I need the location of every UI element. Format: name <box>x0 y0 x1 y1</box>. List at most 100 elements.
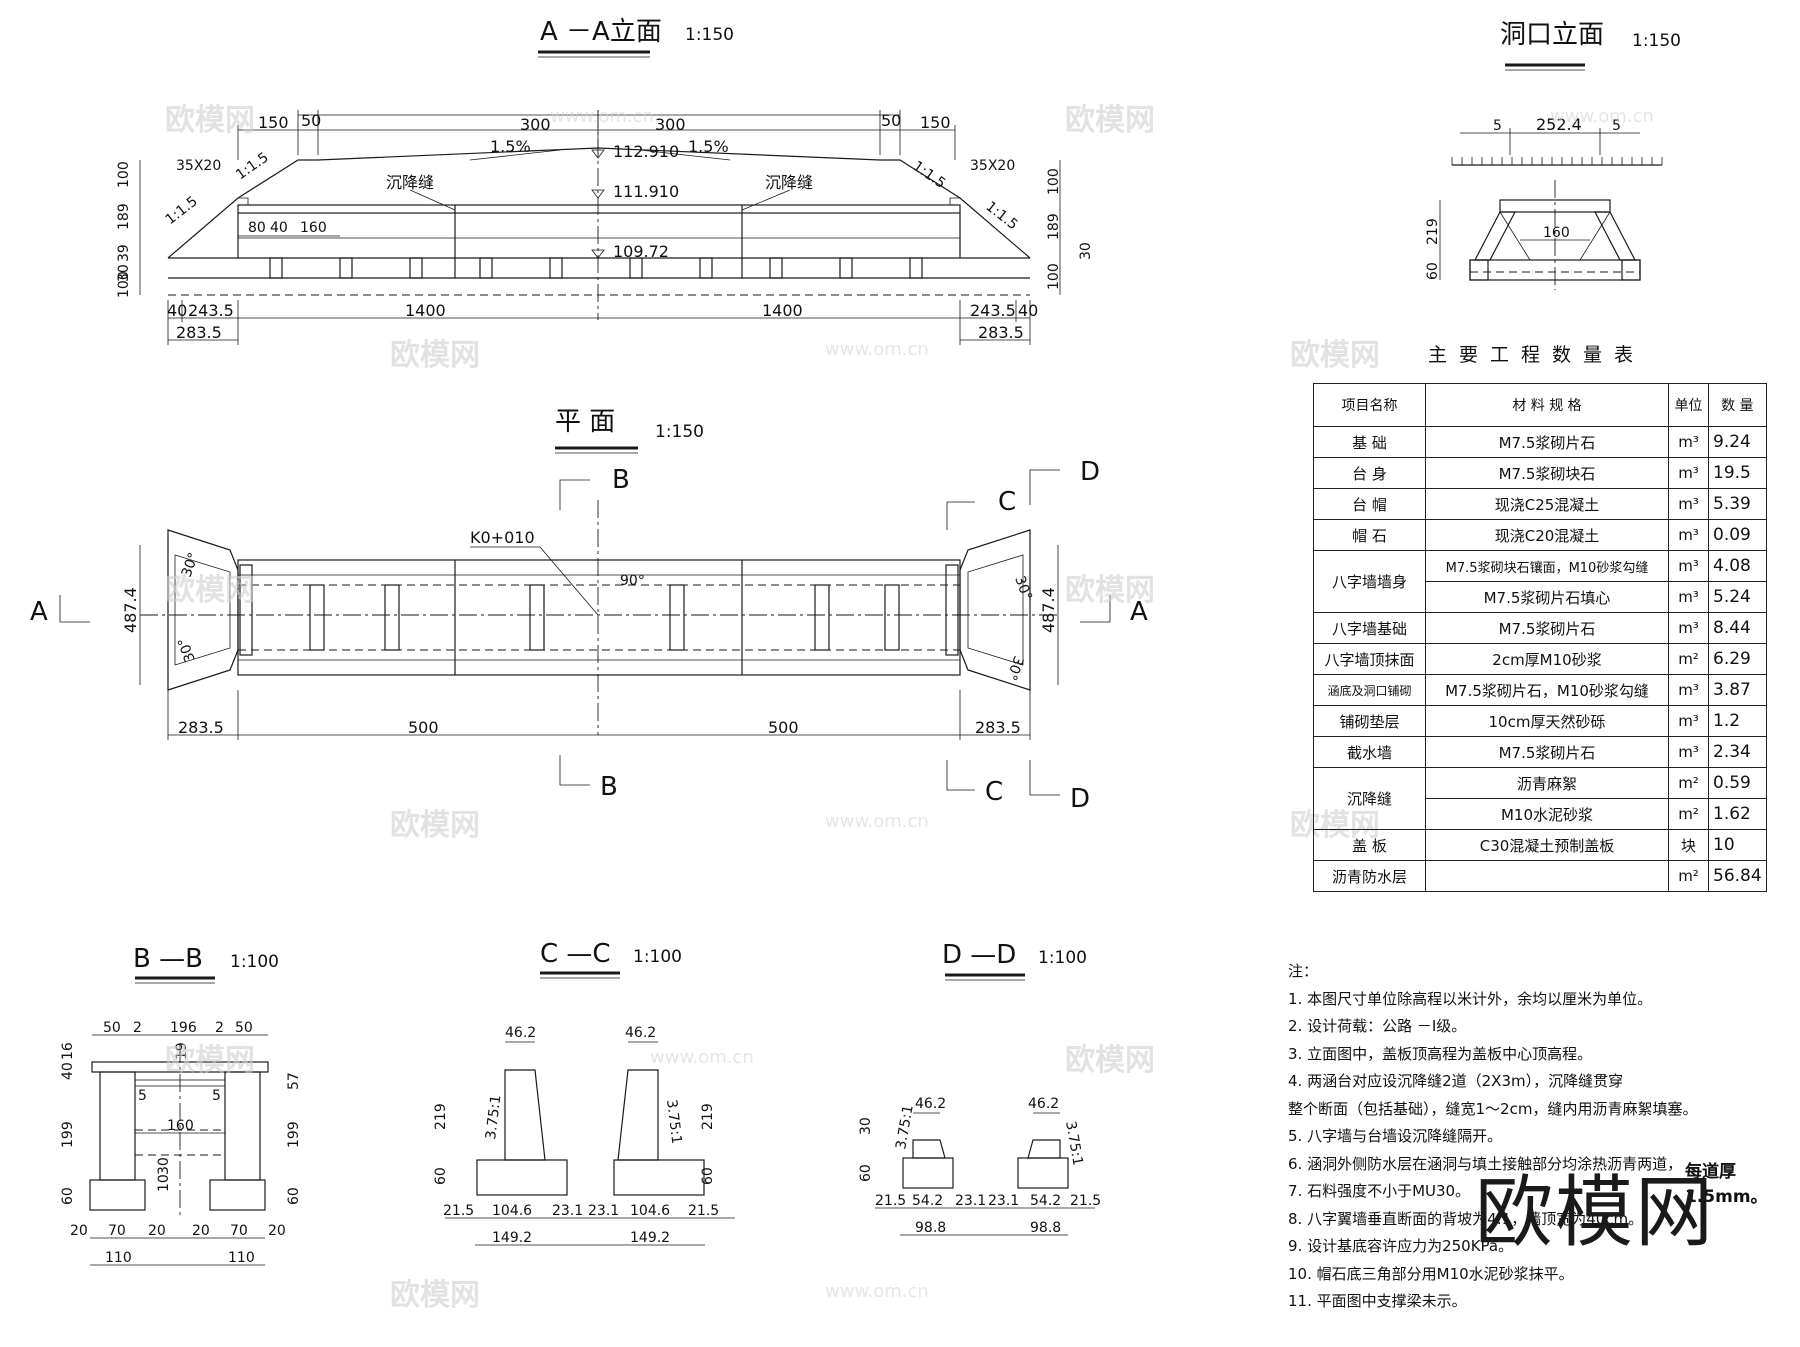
bb-d50-right: 50 <box>235 1020 253 1036</box>
aa-dim-50-right: 50 <box>881 111 901 130</box>
table-cell-unit: m³ <box>1668 426 1709 458</box>
watermark-brand-4: 欧模网 <box>1290 338 1380 373</box>
table-cell-spec: M7.5浆砌块石 <box>1425 457 1669 489</box>
cc-d462-right: 46.2 <box>625 1025 656 1041</box>
table-cell-unit: m² <box>1668 767 1709 799</box>
table-cell-spec: 2cm厚M10砂浆 <box>1425 643 1669 675</box>
aa-joint-right: 沉降缝 <box>765 173 813 192</box>
bb-d20-4: 20 <box>268 1223 286 1239</box>
bb-h199-left: 199 <box>60 1121 76 1148</box>
aa-elev-mid: 111.910 <box>613 182 679 201</box>
aa-scale: 1:150 <box>685 25 734 45</box>
plan-d500-right: 500 <box>768 718 799 737</box>
bb-d70-2: 70 <box>230 1223 248 1239</box>
aa-dim-50-left: 50 <box>301 111 321 130</box>
dd-d231-right: 23.1 <box>988 1193 1019 1209</box>
watermark-brand-6: 欧模网 <box>1065 573 1155 608</box>
bb-h199-right: 199 <box>286 1121 302 1148</box>
aa-slope-ratio-left: 1:1.5 <box>163 193 201 228</box>
aa-dim-300-right: 300 <box>655 115 686 134</box>
portal-h219: 219 <box>1425 218 1441 245</box>
note-item: 6. 涵洞外侧防水层在涵洞与填土接触部分均涂热沥青两道， <box>1288 1154 1683 1173</box>
table-header: 材 料 规 格 <box>1425 383 1669 427</box>
aa-b1400-right: 1400 <box>762 301 803 320</box>
aa-slope-left: 1.5% <box>490 137 531 156</box>
table-cell-item: 涵底及洞口铺砌 <box>1313 674 1426 706</box>
aa-b40-right: 40 <box>1018 301 1038 320</box>
aa-d80: 80 <box>248 220 266 236</box>
brand-watermark-large: 欧模网 <box>1475 1168 1716 1258</box>
plan-d2835-left: 283.5 <box>178 718 224 737</box>
table-cell-qty: 5.24 <box>1708 581 1767 613</box>
section-bb: B —B 1:100 50 2 196 2 50 40 16 19 57 199… <box>60 944 302 1266</box>
aa-d40: 40 <box>270 220 288 236</box>
plan-angle-30-tl: 30° <box>179 551 203 580</box>
plan-angle-90: 90° <box>620 573 645 589</box>
bb-h60-right: 60 <box>286 1187 302 1205</box>
dd-d231-left: 23.1 <box>955 1193 986 1209</box>
dd-d215-right: 21.5 <box>1070 1193 1101 1209</box>
plan-sec-a-right: A <box>1130 597 1148 627</box>
table-cell-unit: m³ <box>1668 488 1709 520</box>
portal-scale: 1:150 <box>1632 31 1681 51</box>
watermark-brand-1: 欧模网 <box>165 103 255 138</box>
aa-b2835-right: 283.5 <box>978 323 1024 342</box>
dd-scale: 1:100 <box>1038 948 1087 968</box>
watermark-brand-2: 欧模网 <box>1065 103 1155 138</box>
bb-d2-right: 2 <box>215 1020 224 1036</box>
aa-b2835-left: 283.5 <box>176 323 222 342</box>
table-header: 数 量 <box>1708 383 1767 427</box>
aa-slope-ratio-right: 1:1.5 <box>983 199 1021 234</box>
cc-h219-right: 219 <box>700 1103 716 1130</box>
portal-h60: 60 <box>1425 262 1441 280</box>
bb-d160: 160 <box>167 1118 194 1134</box>
table-cell-qty: 5.39 <box>1708 488 1767 520</box>
bb-h19: 19 <box>174 1042 190 1060</box>
watermark-url-6: www.om.cn <box>825 1281 929 1302</box>
aa-b2435-left: 243.5 <box>188 301 234 320</box>
note-item: 3. 立面图中，盖板顶高程为盖板中心顶高程。 <box>1288 1044 1593 1063</box>
watermark-brand-5: 欧模网 <box>165 573 255 608</box>
bb-d5-right: 5 <box>212 1088 221 1104</box>
aa-b1400-left: 1400 <box>405 301 446 320</box>
section-plan: 平 面 1:150 K0+010 90 <box>30 407 1148 814</box>
table-cell-unit: m³ <box>1668 705 1709 737</box>
cc-d1046-right: 104.6 <box>630 1203 670 1219</box>
bb-d70-1: 70 <box>108 1223 126 1239</box>
watermark-url-2: www.om.cn <box>1550 106 1654 127</box>
table-cell-item: 八字墙基础 <box>1313 612 1426 644</box>
cc-d1492-left: 149.2 <box>492 1230 532 1246</box>
cc-scale: 1:100 <box>633 947 682 967</box>
table-cell-qty: 1.62 <box>1708 798 1767 830</box>
aa-joint-left: 沉降缝 <box>386 173 434 192</box>
dd-h60: 60 <box>858 1164 874 1182</box>
table-cell-item: 八字墙墙身 <box>1313 550 1426 613</box>
dd-d215-left: 21.5 <box>875 1193 906 1209</box>
table-cell-spec: M7.5浆砌片石填心 <box>1425 581 1669 613</box>
plan-sec-b-top: B <box>612 465 630 495</box>
table-header: 单位 <box>1668 383 1709 427</box>
dd-d988-right: 98.8 <box>1030 1220 1061 1236</box>
table-cell-spec: M10水泥砂浆 <box>1425 798 1669 830</box>
aa-side-30: 30 <box>1078 242 1094 260</box>
note-item: 8. 八字翼墙垂直断面的背坡为4:1，墙顶宽为40cm。 <box>1288 1209 1644 1228</box>
aa-dim-150-right: 150 <box>920 113 951 132</box>
table-cell-qty: 0.59 <box>1708 767 1767 799</box>
aa-h189-left: 189 <box>116 203 132 230</box>
table-cell-item: 盖 板 <box>1313 829 1426 861</box>
watermark-url-4: www.om.cn <box>825 811 929 832</box>
table-cell-spec: M7.5浆砌块石镶面，M10砂浆勾缝 <box>1425 550 1669 582</box>
plan-sec-b-bottom: B <box>600 772 618 802</box>
cc-slope-right: 3.75:1 <box>663 1099 684 1145</box>
table-cell-spec <box>1425 860 1669 892</box>
watermark-brand-11: 欧模网 <box>390 1278 480 1313</box>
dd-slope-left: 3.75:1 <box>893 1104 917 1151</box>
aa-slope-ratio-top-right: 1:1.5 <box>910 158 949 192</box>
plan-sec-a-left: A <box>30 597 48 627</box>
portal-d2524: 252.4 <box>1536 115 1582 134</box>
